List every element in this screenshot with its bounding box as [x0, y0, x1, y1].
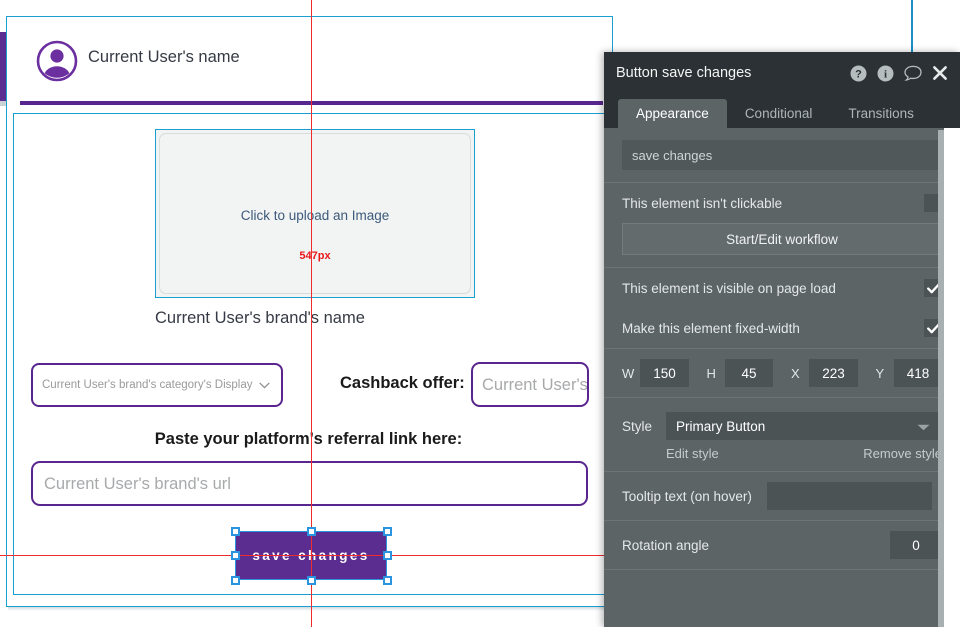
svg-text:?: ? — [855, 68, 862, 80]
rotation-label: Rotation angle — [622, 537, 710, 553]
form-group-outline — [13, 113, 960, 595]
visibility-section: This element is visible on page load Mak… — [604, 268, 960, 348]
y-key: Y — [875, 365, 885, 381]
offscreen-element-shadow — [0, 101, 7, 106]
panel-divider-3 — [604, 348, 960, 349]
visible-on-load-label: This element is visible on page load — [622, 280, 836, 296]
help-icon[interactable]: ? — [850, 65, 867, 82]
resize-handle-top-right[interactable] — [382, 526, 392, 536]
tab-transitions[interactable]: Transitions — [848, 106, 914, 121]
image-uploader[interactable]: Click to upload an Image 547px — [155, 129, 475, 298]
svg-text:i: i — [884, 68, 887, 80]
tooltip-label: Tooltip text (on hover) — [622, 488, 752, 504]
rotation-section: Rotation angle 0 — [604, 521, 960, 569]
resize-handle-bottom-left[interactable] — [230, 575, 240, 585]
geometry-section: W 150 H 45 X 223 Y 418 — [604, 349, 960, 397]
chevron-down-icon — [259, 382, 270, 389]
tooltip-row: Tooltip text (on hover) — [622, 472, 942, 520]
rotation-input[interactable]: 0 — [890, 531, 942, 559]
panel-divider-6 — [604, 520, 960, 521]
cashback-offer-placeholder: Current User's — [482, 376, 588, 394]
style-row: Style Primary Button — [622, 406, 942, 446]
checkmark-icon — [926, 282, 940, 293]
referral-url-input[interactable]: Current User's brand's url — [31, 461, 588, 506]
start-edit-workflow-button[interactable]: Start/Edit workflow — [622, 223, 942, 255]
panel-divider-5 — [604, 471, 960, 472]
fixed-width-row: Make this element fixed-width — [622, 308, 942, 348]
style-select[interactable]: Primary Button — [666, 412, 942, 440]
image-uploader-dropzone[interactable] — [159, 133, 471, 294]
resize-handle-middle-left[interactable] — [230, 551, 240, 560]
comment-icon[interactable] — [904, 65, 922, 81]
edit-style-link[interactable]: Edit style — [666, 446, 719, 461]
panel-title: Button save changes — [616, 65, 752, 81]
resize-handle-bottom-right[interactable] — [382, 575, 392, 585]
tooltip-input[interactable] — [766, 482, 932, 510]
user-avatar-icon — [36, 40, 78, 82]
panel-icon-group: ? i — [850, 65, 948, 82]
cashback-offer-input[interactable]: Current User's — [471, 362, 589, 407]
current-user-name: Current User's name — [88, 48, 240, 66]
fixed-width-checkbox[interactable] — [924, 319, 942, 337]
panel-titlebar[interactable]: Button save changes ? i — [604, 52, 960, 94]
x-input[interactable]: 223 — [809, 359, 858, 387]
style-section: Style Primary Button Edit style Remove s… — [604, 406, 960, 471]
brand-name-text: Current User's brand's name — [155, 309, 365, 327]
visible-on-load-row: This element is visible on page load — [622, 268, 942, 308]
page-frame — [6, 16, 613, 607]
style-links-row: Edit style Remove style — [622, 446, 942, 471]
image-uploader-label: Click to upload an Image — [240, 208, 390, 223]
category-dropdown-value: Current User's brand's category's Displa… — [42, 379, 253, 391]
property-editor-panel[interactable]: Button save changes ? i Appearanc — [604, 52, 960, 627]
panel-divider-4 — [604, 397, 960, 398]
panel-tabs[interactable]: Appearance Conditional Transitions — [604, 94, 960, 128]
panel-right-gutter — [944, 128, 960, 627]
offscreen-purple-element — [0, 32, 7, 101]
horizontal-alignment-guide — [0, 555, 960, 556]
panel-scrollbar[interactable] — [938, 130, 944, 627]
visible-on-load-checkbox[interactable] — [924, 279, 942, 297]
vertical-alignment-guide — [311, 0, 312, 627]
info-icon[interactable]: i — [877, 65, 894, 82]
width-key: W — [622, 365, 635, 381]
geometry-row: W 150 H 45 X 223 Y 418 — [622, 349, 942, 397]
width-input[interactable]: 150 — [640, 359, 689, 387]
resize-handle-top-left[interactable] — [230, 526, 240, 536]
blue-alignment-guide — [911, 0, 913, 58]
style-select-value: Primary Button — [676, 418, 766, 434]
rotation-row: Rotation angle 0 — [622, 521, 942, 569]
panel-body: save changes This element isn't clickabl… — [604, 140, 960, 627]
checkmark-icon — [926, 322, 940, 333]
x-key: X — [791, 365, 800, 381]
resize-handle-middle-right[interactable] — [382, 551, 392, 560]
element-name-row: save changes — [604, 140, 960, 170]
y-input[interactable]: 418 — [893, 359, 942, 387]
height-input[interactable]: 45 — [724, 359, 773, 387]
remove-style-link[interactable]: Remove style — [863, 446, 942, 461]
element-name-input[interactable]: save changes — [622, 140, 942, 170]
chevron-down-icon — [917, 424, 930, 431]
avatar[interactable] — [36, 40, 78, 82]
height-key: H — [706, 365, 716, 381]
clickable-section: This element isn't clickable Start/Edit … — [604, 183, 960, 255]
category-dropdown[interactable]: Current User's brand's category's Displa… — [31, 363, 283, 407]
panel-divider-1 — [604, 182, 960, 183]
referral-url-placeholder: Current User's brand's url — [44, 475, 231, 493]
clickable-checkbox[interactable] — [924, 194, 942, 212]
tooltip-section: Tooltip text (on hover) — [604, 472, 960, 520]
tab-appearance[interactable]: Appearance — [618, 99, 727, 128]
fixed-width-label: Make this element fixed-width — [622, 320, 800, 336]
referral-link-label: Paste your platform's referral link here… — [154, 430, 463, 448]
image-uploader-size-badge: 547px — [299, 250, 331, 262]
clickable-row: This element isn't clickable — [622, 183, 942, 223]
resize-handle-bottom-center[interactable] — [306, 575, 316, 585]
clickable-label: This element isn't clickable — [622, 195, 783, 211]
tab-conditional[interactable]: Conditional — [744, 106, 813, 121]
style-label: Style — [622, 418, 653, 434]
resize-handle-top-center[interactable] — [306, 526, 316, 536]
panel-divider-7 — [604, 569, 960, 570]
cashback-offer-label: Cashback offer: — [340, 374, 465, 392]
close-icon[interactable] — [932, 65, 948, 81]
panel-divider-2 — [604, 267, 960, 268]
